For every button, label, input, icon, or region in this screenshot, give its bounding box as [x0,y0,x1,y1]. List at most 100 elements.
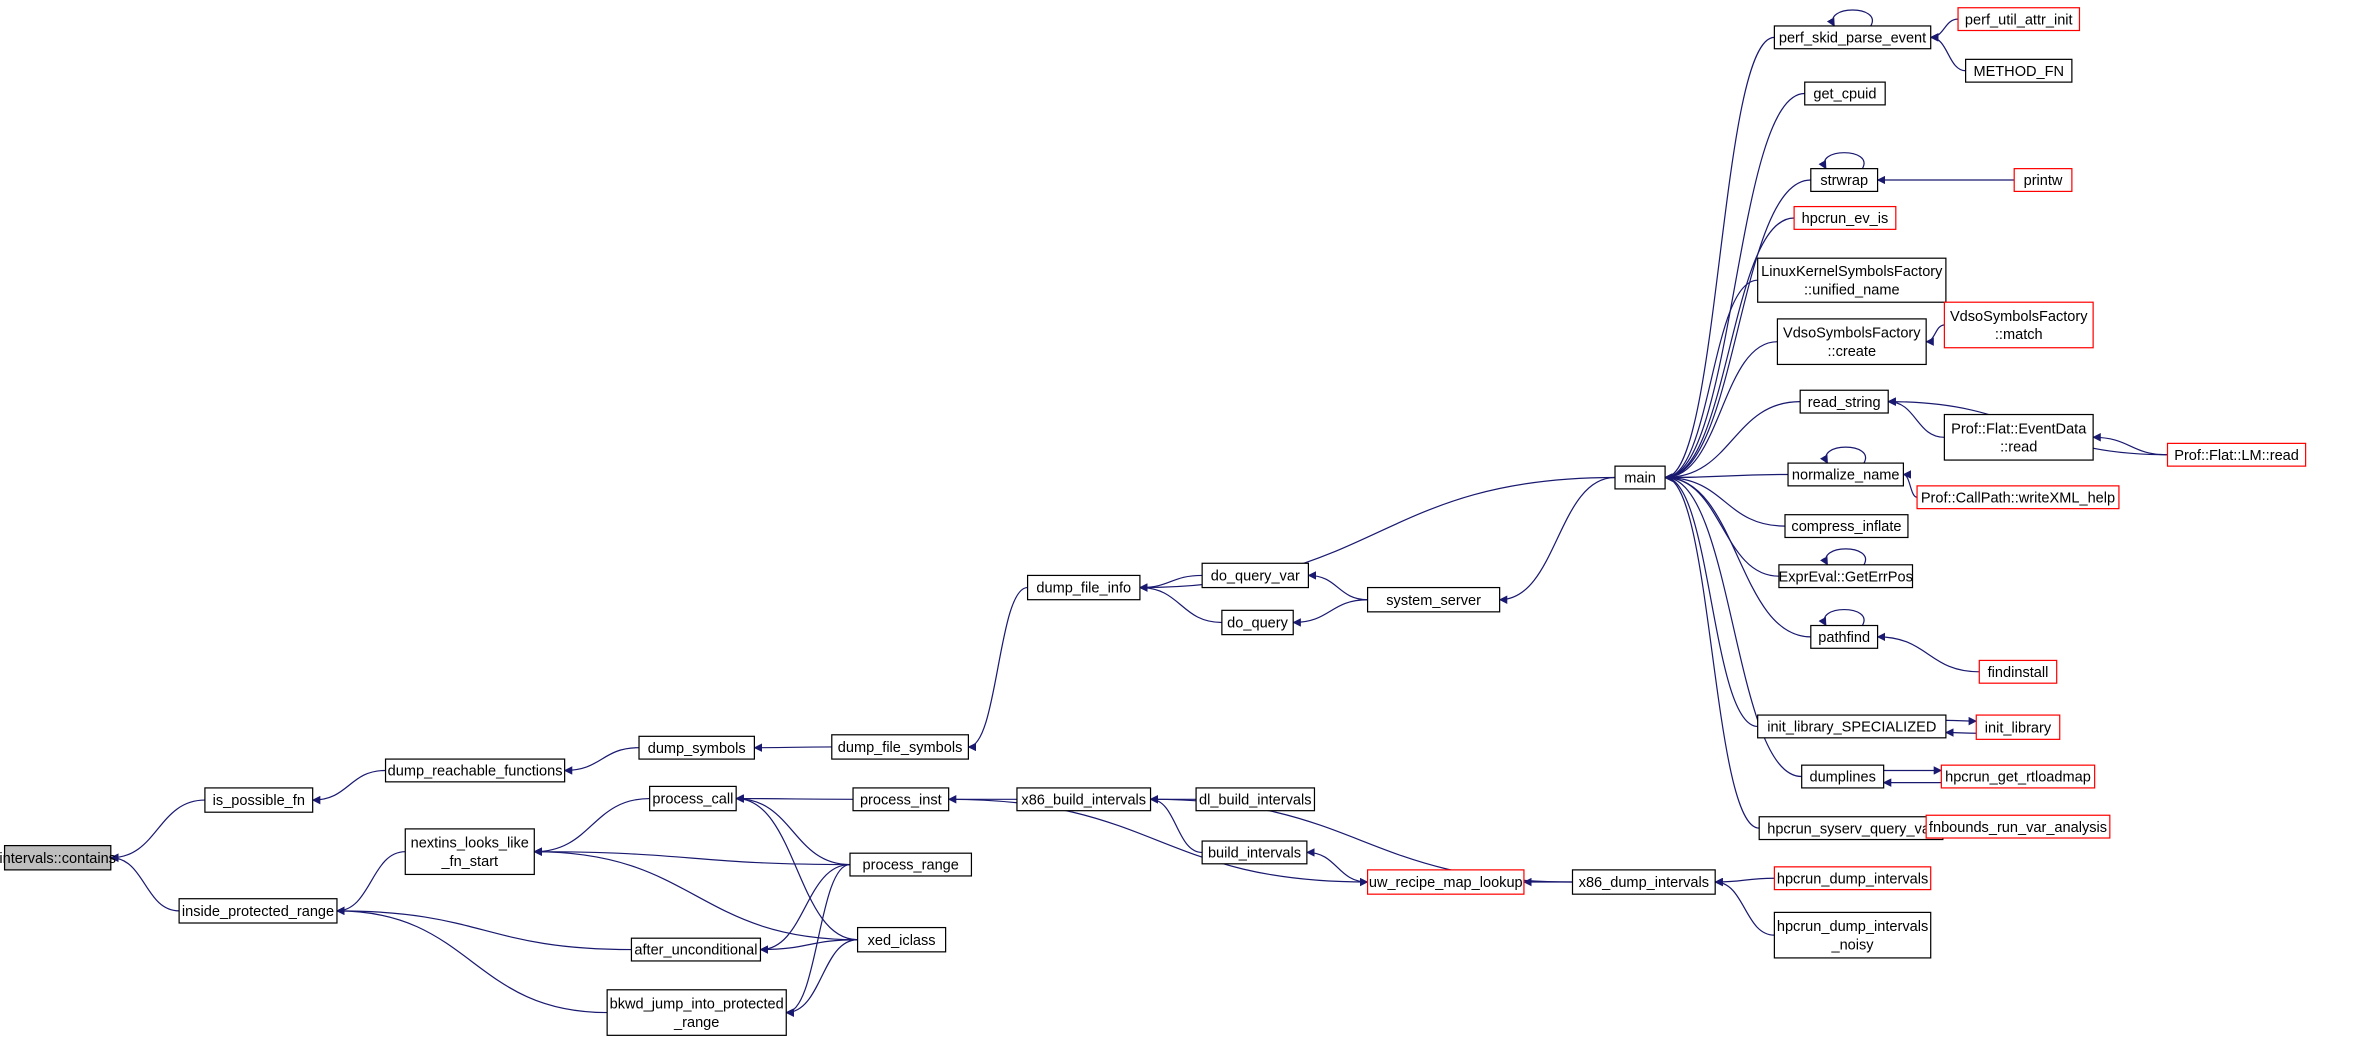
edge-hpcrun_dump_intervals-to-x86_dump_intervals [1714,877,1775,887]
edge-dump_reachable_functions-to-is_possible_fn [311,769,386,805]
edge-linux_unified-to-main [1664,279,1758,482]
node-x86-dump-intervals[interactable]: x86_dump_intervals [1571,869,1716,895]
node-lm-read[interactable]: Prof::Flat::LM::read [2166,442,2307,467]
node-box [849,852,973,877]
edge-lm_read-to-eventdata_read [2092,433,2168,456]
node-label: process_range [863,858,959,874]
node-box [1221,609,1294,636]
node-label: build_intervals [1208,846,1301,862]
node-xed-iclass[interactable]: xed_iclass [856,926,947,953]
node-box [1943,413,2094,461]
node-label: printw [2024,173,2063,189]
node-hpcrun-ev-is[interactable]: hpcrun_ev_is [1793,205,1897,230]
node-box [1195,787,1316,812]
edge-perf_skid_parse_event-to-main [1664,36,1775,482]
node-hpcrun-dump-intervals-noisy[interactable]: hpcrun_dump_intervals_noisy [1773,911,1932,959]
node-dump-file-symbols[interactable]: dump_file_symbols [831,734,969,760]
node-build-intervals[interactable]: build_intervals [1201,840,1308,865]
node-perf-skid-parse-event[interactable]: perf_skid_parse_event [1773,25,1932,50]
node-findinstall[interactable]: findinstall [1978,659,2058,684]
node-do-query-var[interactable]: do_query_var [1201,562,1309,589]
node-process-range[interactable]: process_range [849,852,973,877]
edge-system_server-to-do_query_var [1307,571,1368,601]
edge-vdso_match-to-vdso_create [1925,324,1945,346]
node-expr-geterrpos[interactable]: ExprEval::GetErrPos [1778,564,1914,589]
node-strwrap[interactable]: strwrap [1810,168,1879,193]
edge-eventdata_read-to-read_string [1887,397,1945,438]
node-box [1787,462,1904,487]
node-bkwd-jump[interactable]: bkwd_jump_into_protected_range [606,989,787,1036]
node-init-library[interactable]: init_library [1975,714,2061,740]
node-vdso-match[interactable]: VdsoSymbolsFactory::match [1943,301,2094,349]
node-nextins[interactable]: nextins_looks_like_fn_start [404,828,535,876]
node-label: hpcrun_ev_is [1802,211,1889,227]
node-label: strwrap [1820,173,1868,189]
edge-hpcrun_dump_intervals_noisy-to-x86_dump_intervals [1714,877,1775,936]
node-init-library-specialized[interactable]: init_library_SPECIALIZED [1757,714,1947,739]
node-label: perf_util_attr_init [1965,12,2073,28]
node-perf-util-attr-init[interactable]: perf_util_attr_init [1957,7,2081,32]
node-normalize-name[interactable]: normalize_name [1787,462,1904,487]
edge-hpcrun_ev_is-to-main [1664,217,1795,482]
edge-method_fn-to-perf_skid_parse_event [1929,33,1966,72]
node-label: process_call [652,792,733,808]
nodes-layer: intervals::containsis_possible_fninside_… [0,7,2307,1036]
node-label: do_query_var [1211,569,1300,585]
node-method-fn[interactable]: METHOD_FN [1965,58,2073,83]
node-hpcrun-dump-intervals[interactable]: hpcrun_dump_intervals [1773,866,1932,891]
node-main[interactable]: main [1614,465,1666,490]
node-hpcrun-get-rtloadmap[interactable]: hpcrun_get_rtloadmap [1940,764,2096,789]
edge-init_library_specialized-to-main [1664,473,1758,728]
node-read-string[interactable]: read_string [1799,389,1889,414]
node-label: read_string [1808,395,1881,411]
node-label: dump_reachable_functions [388,764,563,780]
node-hpcrun-syserv-query-var[interactable]: hpcrun_syserv_query_var [1758,816,1944,841]
node-box [404,828,535,876]
node-label: dump_symbols [648,741,746,757]
node-process-call[interactable]: process_call [649,785,737,812]
node-do-query[interactable]: do_query [1221,609,1294,636]
node-dump-file-info[interactable]: dump_file_info [1026,574,1141,601]
node-box [1773,866,1932,891]
node-label: nextins_looks_like_fn_start [411,836,529,870]
edge-process_range-to-after_unconditional [759,863,851,954]
node-label: init_library_SPECIALIZED [1767,720,1936,736]
edge-inside_protected_range-to-contains [109,853,180,912]
edge-compress_inflate-to-main [1664,473,1786,527]
node-vdso-create[interactable]: VdsoSymbolsFactory::create [1776,318,1927,366]
node-printw[interactable]: printw [2013,168,2073,193]
node-dumplines[interactable]: dumplines [1801,764,1885,789]
node-box [1366,869,1525,895]
node-box [1801,764,1885,789]
edge-init_library_specialized-to-init_library [1945,716,1978,726]
node-label: LinuxKernelSymbolsFactory::unified_name [1761,264,1943,298]
node-dump-symbols[interactable]: dump_symbols [638,735,755,760]
edge-xed_iclass-to-nextins [533,847,858,941]
node-writexml-help[interactable]: Prof::CallPath::writeXML_help [1916,485,2120,510]
node-inside-protected-range[interactable]: inside_protected_range [178,898,338,924]
node-box [204,787,314,813]
node-box [1366,586,1501,613]
node-dump-reachable-functions[interactable]: dump_reachable_functions [384,758,566,783]
node-get-cpuid[interactable]: get_cpuid [1804,81,1886,106]
node-after-unconditional[interactable]: after_unconditional [630,937,762,962]
node-box [1925,814,2111,839]
node-dl-build-intervals[interactable]: dl_build_intervals [1195,787,1316,812]
node-pathfind[interactable]: pathfind [1810,624,1879,649]
node-box [1571,869,1716,895]
edge-process_range-to-bkwd_jump [785,863,851,1017]
node-process-inst[interactable]: process_inst [852,787,950,812]
node-label: x86_build_intervals [1021,792,1146,808]
node-eventdata-read[interactable]: Prof::Flat::EventData::read [1943,413,2094,461]
node-label: VdsoSymbolsFactory::create [1783,326,1921,360]
node-uw-recipe-map-lookup[interactable]: uw_recipe_map_lookup [1366,869,1525,895]
node-is-possible-fn[interactable]: is_possible_fn [204,787,314,813]
node-fnbounds-run-var-analysis[interactable]: fnbounds_run_var_analysis [1925,814,2111,839]
node-x86-build-intervals[interactable]: x86_build_intervals [1016,787,1152,812]
node-box [2166,442,2307,467]
node-linux-unified[interactable]: LinuxKernelSymbolsFactory::unified_name [1757,257,1947,303]
node-compress-inflate[interactable]: compress_inflate [1784,514,1909,539]
node-label: hpcrun_syserv_query_var [1767,821,1935,837]
node-system-server[interactable]: system_server [1366,586,1501,613]
node-box [1757,714,1947,739]
